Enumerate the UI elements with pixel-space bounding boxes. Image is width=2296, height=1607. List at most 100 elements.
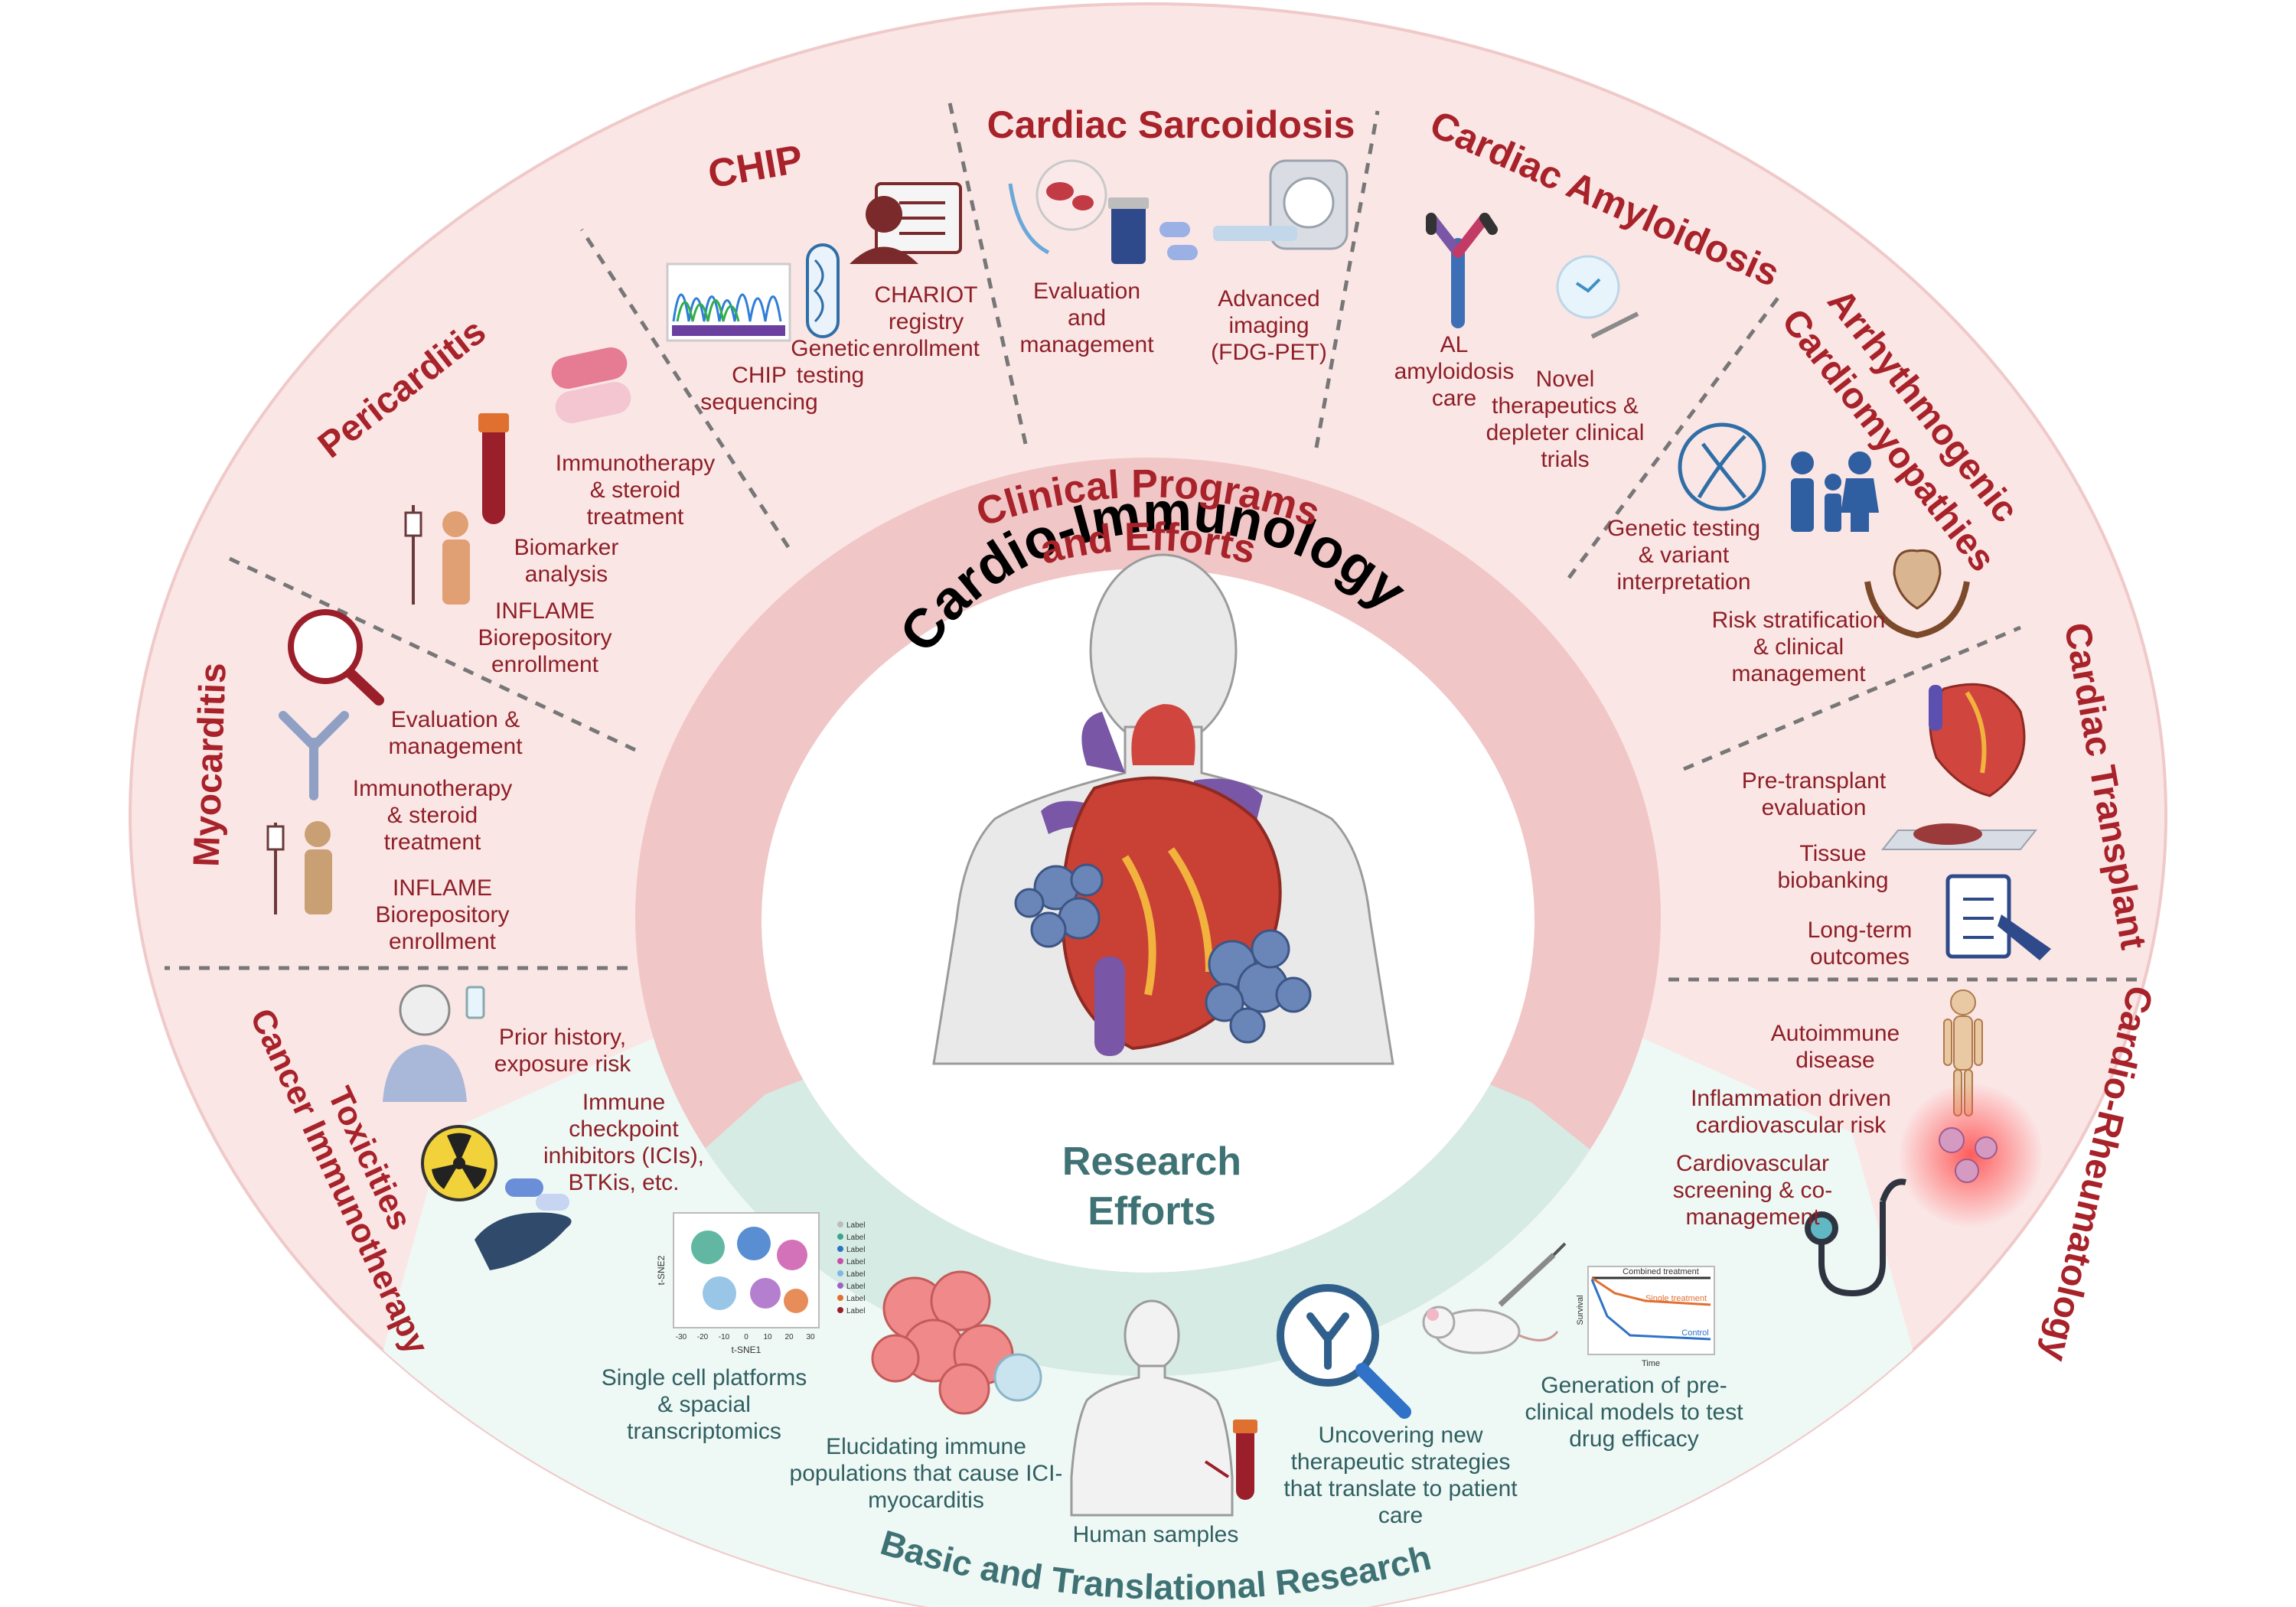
antibody-icon [1306,1312,1349,1370]
svg-text:Label: Label [846,1270,865,1279]
svg-text:30: 30 [806,1333,815,1341]
research-item-3: Human samples [1073,1522,1239,1547]
mouse-icon [1422,1305,1559,1354]
immune-cells-icon [1939,1127,1998,1183]
inflammation-glow [1898,1083,2043,1228]
hand-pills-icon [475,1178,572,1270]
tumor-cells-icon [1014,863,1312,1044]
blood-sample-icon [1008,159,1107,255]
svg-text:Label: Label [846,1258,865,1266]
tsne-xlabel: t-SNE1 [732,1345,762,1355]
research-label-line2: Efforts [1088,1189,1216,1234]
svg-text:Label: Label [846,1283,865,1291]
svg-text:-20: -20 [697,1333,709,1341]
magnifier-icon [1277,1284,1411,1419]
survival-xlabel: Time [1642,1359,1660,1368]
sarcoidosis-title: Cardiac Sarcoidosis [987,103,1355,146]
survival-plot: Combined treatment Single treatment Cont… [1576,1266,1715,1368]
stethoscope-icon [1805,1178,1906,1297]
svg-text:Label: Label [846,1307,865,1315]
radiation-icon [421,1125,497,1201]
svg-text:20: 20 [784,1333,794,1341]
svg-text:-10: -10 [719,1333,730,1341]
survival-line-control [1590,1279,1711,1341]
survival-label-control: Control [1681,1328,1708,1338]
survival-label-single: Single treatment [1645,1294,1707,1303]
heart-icon [1929,683,2026,797]
survival-ylabel: Survival [1576,1295,1585,1325]
tsne-clusters [691,1227,808,1313]
family-icon [1791,451,1879,532]
survival-label-combined: Combined treatment [1623,1267,1699,1276]
center-figure [932,553,1394,1065]
myocarditis-title: Myocarditis [186,662,233,867]
iv-patient-icon [383,984,485,1102]
svg-text:-30: -30 [676,1333,687,1341]
blood-tube-icon [1204,1420,1257,1500]
pet-scanner-icon [1213,159,1349,250]
antibody-icon [1426,213,1498,328]
magnifier-icon [288,609,384,706]
research-item-5: Generation of pre-clinical models to tes… [1525,1373,1743,1452]
iv-patient-icon [404,505,470,605]
svg-text:10: 10 [763,1333,772,1341]
tumor-cells-icon [871,1270,1042,1415]
heart-hands-icon [1864,549,1970,639]
myocarditis-item-1: Evaluation &management [388,707,523,759]
pill-bottle-icon [1108,197,1198,264]
research-label-line1: Research [1062,1139,1241,1184]
test-tube-icon [806,243,840,338]
injection-icon [1498,1242,1567,1307]
dna-sequence-icon [666,262,791,342]
svg-text:Label: Label [846,1234,865,1242]
svg-text:Label: Label [846,1221,865,1230]
antibody-icon [279,711,349,800]
myocarditis-section: Evaluation &management Immunotherapy& st… [266,609,523,954]
registry-person-icon [850,182,962,264]
tsne-xticks: -30 -20 -10 0 10 20 30 [676,1333,815,1341]
survival-line-single [1591,1276,1711,1306]
pills-icon [551,347,631,424]
svg-text:0: 0 [744,1333,748,1341]
blood-tube-icon [478,413,509,524]
tsne-ylabel: t-SNE2 [656,1255,667,1285]
tsne-legend: Label Label Label Label Label Label Labe… [837,1221,865,1315]
svg-text:Label: Label [846,1246,865,1254]
dna-icon [1678,422,1766,511]
svg-text:Label: Label [846,1295,865,1303]
clipboard-icon [1945,874,2051,960]
cancer-item-1: Prior history,exposure risk [494,1025,631,1077]
